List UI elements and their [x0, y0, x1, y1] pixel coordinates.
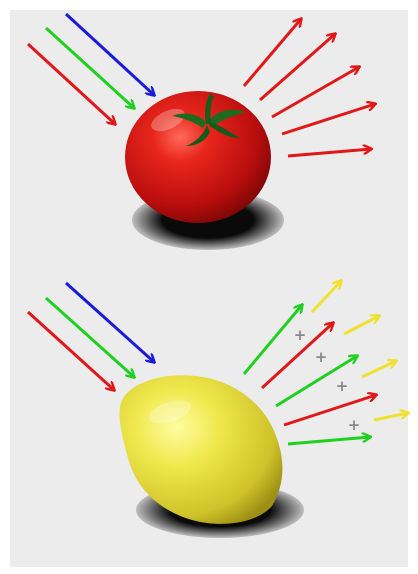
incoming-green-ray: [46, 28, 134, 108]
reflected-green-ray: [288, 437, 370, 444]
reflected-yellow-ray: [374, 413, 408, 420]
lemon-incoming-light: [28, 283, 154, 390]
tomato-incoming-light: [28, 14, 154, 124]
reflected-red-ray: [272, 67, 359, 117]
reflected-yellow-ray: [344, 316, 379, 334]
reflected-yellow-ray: [312, 281, 341, 312]
incoming-red-ray: [28, 312, 114, 390]
tomato: [125, 91, 271, 223]
plus-symbol: +: [336, 377, 349, 395]
incoming-green-ray: [46, 298, 134, 377]
incoming-blue-ray: [66, 283, 154, 362]
incoming-blue-ray: [66, 14, 154, 95]
reflected-red-ray: [288, 149, 371, 156]
reflected-red-ray: [244, 19, 301, 86]
plus-symbol: +: [348, 416, 361, 434]
reflected-red-ray: [282, 104, 375, 134]
plus-symbol: +: [294, 326, 307, 344]
reflected-red-ray: [260, 34, 335, 100]
plus-symbol: +: [315, 348, 328, 366]
reflected-yellow-ray: [362, 361, 396, 377]
reflected-red-ray: [284, 395, 376, 425]
incoming-red-ray: [28, 44, 115, 124]
